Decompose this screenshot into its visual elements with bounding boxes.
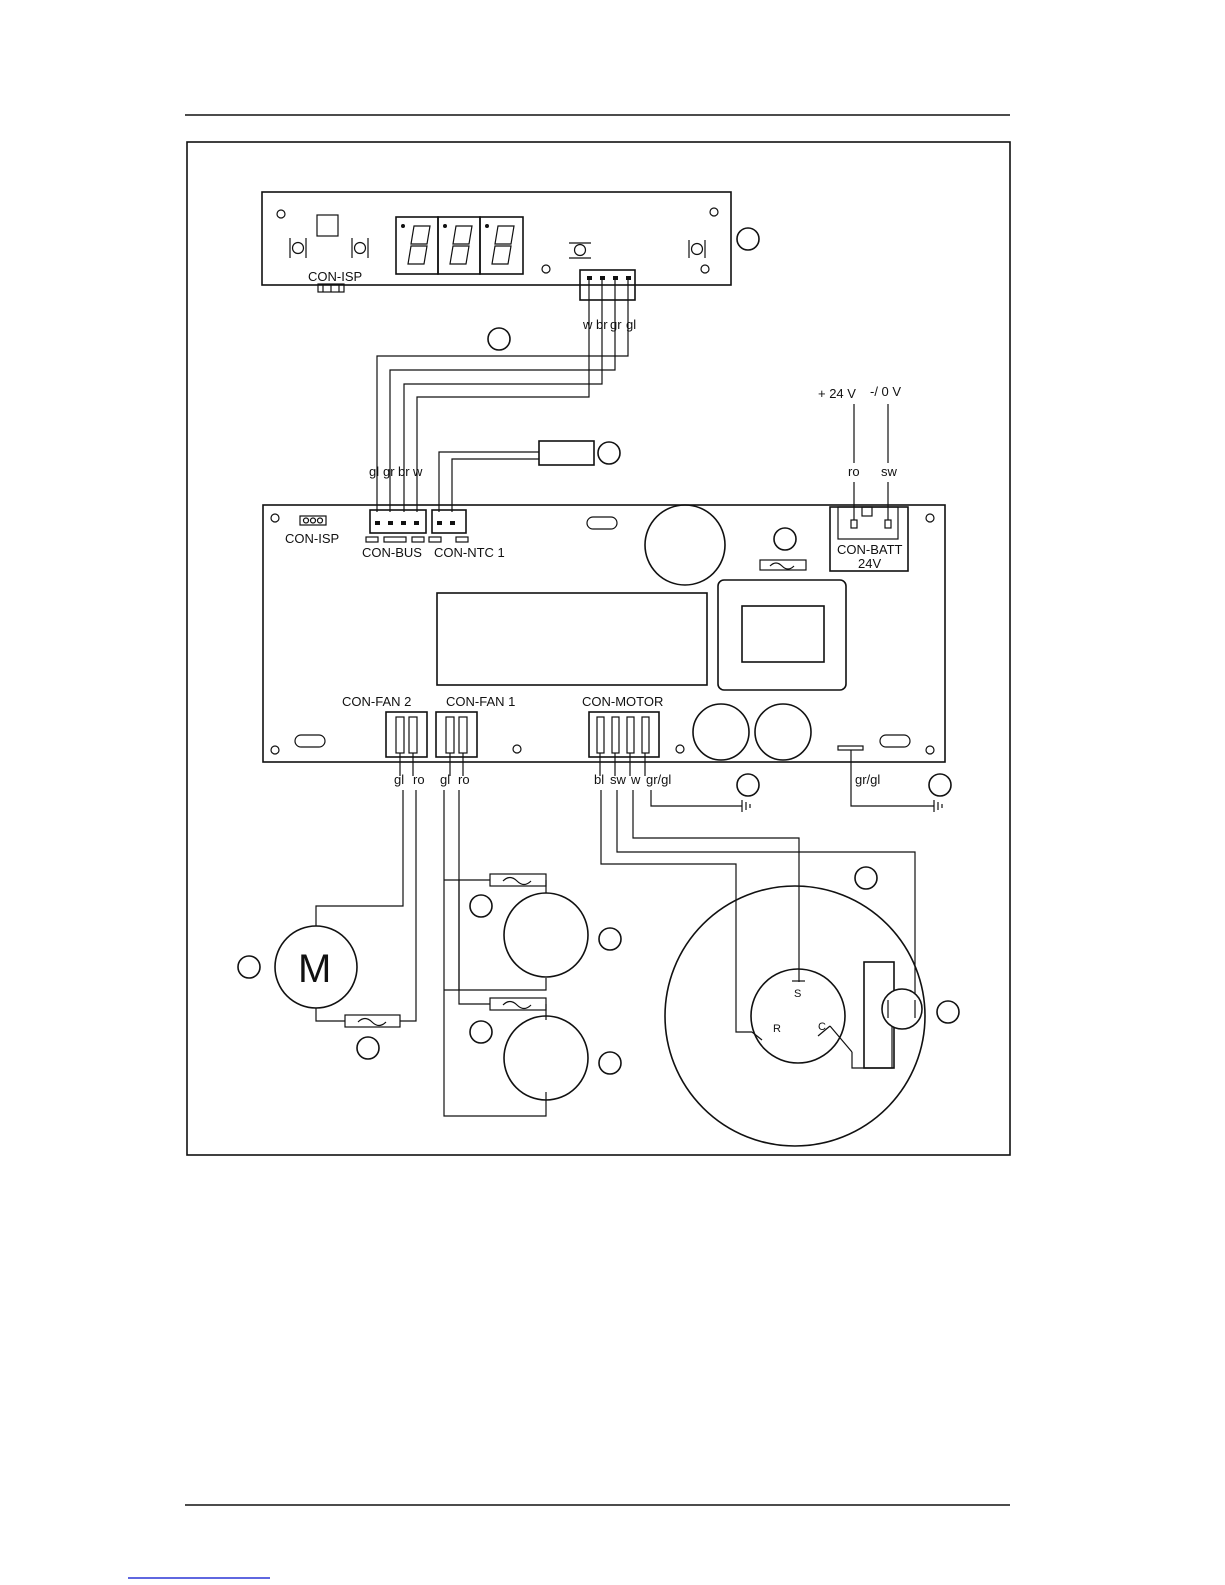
power-negative-label: -/ 0 V — [870, 384, 901, 399]
fuse-icon — [760, 560, 806, 570]
bus-wire-label: gr — [383, 464, 395, 479]
fuse-icon — [490, 874, 546, 886]
ntc-sensor — [439, 441, 594, 512]
callout-circle — [855, 867, 877, 889]
display-board: CON-ISP w br gr gl — [262, 192, 731, 332]
callout-circle — [774, 528, 796, 550]
con-ntc-label: CON-NTC 1 — [434, 545, 505, 560]
callout-circle — [470, 895, 492, 917]
bus-cable — [377, 312, 628, 512]
compressor-terminal: S — [794, 988, 801, 1000]
callout-circle — [599, 928, 621, 950]
button-icon — [689, 240, 705, 258]
callout-circle — [929, 774, 951, 796]
ground-wires — [651, 750, 942, 812]
motor-wire-label: sw — [610, 772, 627, 787]
con-motor-label: CON-MOTOR — [582, 694, 663, 709]
bus-wire-label: w — [412, 464, 423, 479]
con-fan2-label: CON-FAN 2 — [342, 694, 411, 709]
button-icon — [352, 238, 368, 258]
display-wire-label: gr — [610, 317, 622, 332]
button-icon — [290, 238, 306, 258]
fan1-wire-label: ro — [458, 772, 470, 787]
con-batt-voltage: 24V — [858, 556, 881, 571]
fan1-connector — [436, 712, 477, 757]
callout-circle — [470, 1021, 492, 1043]
batt-wire-label: sw — [881, 464, 898, 479]
callout-circle — [599, 1052, 621, 1074]
fuse-icon — [345, 1015, 400, 1027]
fan-icon — [504, 893, 588, 977]
compressor-wiring — [600, 753, 915, 1068]
compressor: S R C — [665, 886, 925, 1146]
callout-circle — [737, 228, 759, 250]
main-con-isp-label: CON-ISP — [285, 531, 339, 546]
display-con-isp-label: CON-ISP — [308, 269, 362, 284]
compressor-terminal: R — [773, 1023, 781, 1035]
power-positive-label: + 24 V — [818, 386, 856, 401]
fuse-icon — [490, 998, 546, 1010]
button-icon — [569, 243, 591, 258]
fan2-connector — [386, 712, 427, 757]
callout-circle — [238, 956, 260, 978]
callout-circle — [488, 328, 510, 350]
motor-symbol: M — [298, 947, 331, 991]
callout-circle — [737, 774, 759, 796]
fan2-wire-label: gl — [394, 772, 404, 787]
display-wire-label: w — [582, 317, 593, 332]
compressor-terminal: C — [818, 1021, 826, 1033]
batt-wire-label: ro — [848, 464, 860, 479]
bus-wire-label: gl — [369, 464, 379, 479]
fan-icon — [504, 1016, 588, 1100]
callout-circle — [357, 1037, 379, 1059]
motor-wire-label: w — [630, 772, 641, 787]
motor-wire-label: bl — [594, 772, 604, 787]
fan2-wire-label: ro — [413, 772, 425, 787]
fan1-wire-label: gl — [440, 772, 450, 787]
fan1-wiring — [444, 753, 588, 1116]
fan-motor: M — [275, 926, 357, 1008]
con-bus-label: CON-BUS — [362, 545, 422, 560]
ground-wire-label: gr/gl — [855, 772, 880, 787]
con-batt-label: CON-BATT — [837, 542, 903, 557]
main-board: CON-ISP CON-BUS CON-NTC 1 CON-BATT — [263, 505, 945, 762]
motor-wire-label: gr/gl — [646, 772, 671, 787]
seven-segment-display — [396, 217, 523, 274]
con-fan1-label: CON-FAN 1 — [446, 694, 515, 709]
bus-wire-label: br — [398, 464, 410, 479]
callout-circle — [598, 442, 620, 464]
callout-circle — [937, 1001, 959, 1023]
